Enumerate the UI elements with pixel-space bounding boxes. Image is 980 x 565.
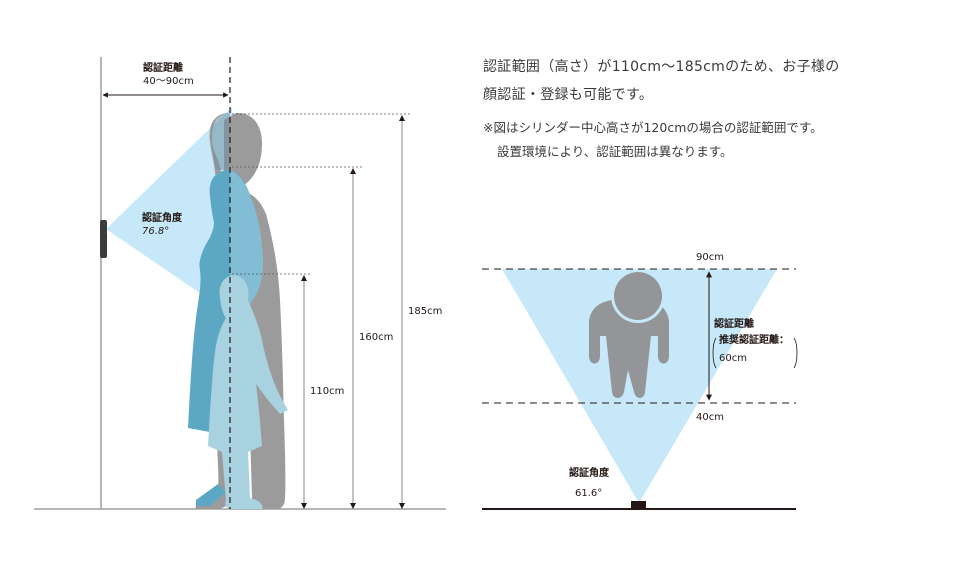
description-line-2: 顔認証・登録も可能です。 — [483, 87, 654, 103]
height-185-label: 185cm — [408, 306, 443, 317]
person-top-icon — [589, 269, 669, 398]
arrow-head-icon — [399, 503, 405, 509]
side-angle-label: 認証角度 — [142, 213, 182, 224]
recommended-distance-label: 推奨認証距離： — [719, 335, 789, 346]
arrow-head-icon — [301, 275, 307, 281]
arrow-head-icon — [399, 115, 405, 121]
teen-foot — [196, 484, 226, 506]
recommended-distance-value: 60cm — [719, 353, 747, 364]
camera-device — [100, 220, 107, 258]
near-distance-label: 40cm — [696, 412, 724, 423]
bracket-left — [712, 337, 717, 369]
top-angle-value: 61.6° — [575, 488, 603, 499]
arrow-head-icon — [350, 168, 356, 174]
height-110-label: 110cm — [310, 386, 345, 397]
side-distance-label: 認証距離 — [143, 63, 183, 74]
bracket-right — [793, 337, 798, 369]
top-angle-label: 認証角度 — [569, 468, 609, 479]
note-line-1: ※図はシリンダー中心高さが120cmの場合の認証範囲です。 — [483, 120, 823, 135]
arrow-head-icon — [301, 503, 307, 509]
side-angle-value: 76.8° — [142, 226, 170, 237]
top-camera-device — [631, 501, 646, 509]
adult-head — [224, 112, 262, 190]
description-line-1: 認証範囲（高さ）が110cm〜185cmのため、お子様の — [483, 59, 840, 75]
top-distance-label: 認証距離 — [714, 319, 754, 330]
arrow-head-icon — [350, 503, 356, 509]
child-silhouette — [208, 275, 288, 509]
adult-face-overlap — [211, 113, 230, 170]
side-view — [34, 57, 446, 510]
top-view — [482, 268, 798, 510]
side-distance-value: 40〜90cm — [143, 76, 194, 87]
height-160-label: 160cm — [359, 332, 394, 343]
far-distance-label: 90cm — [696, 252, 724, 263]
note-line-2: 設置環境により、認証範囲は異なります。 — [497, 144, 733, 159]
